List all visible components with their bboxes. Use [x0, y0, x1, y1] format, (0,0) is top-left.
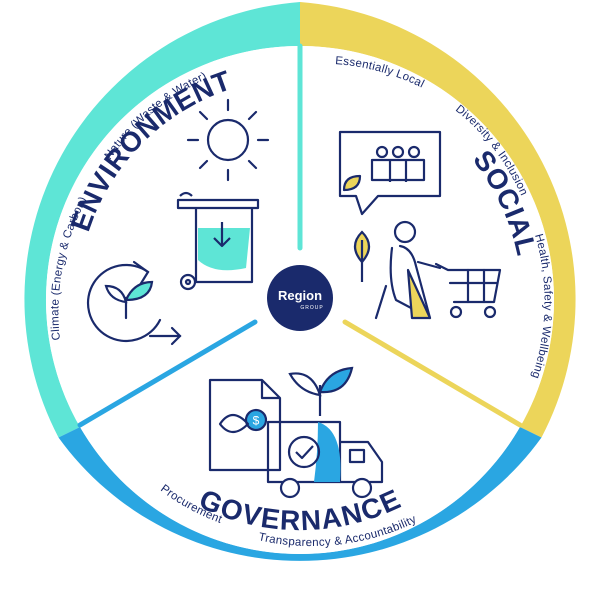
document-dollar-icon: $ [208, 378, 282, 472]
leaf-icon [353, 230, 371, 282]
divider-gov-env [77, 319, 258, 428]
region-group-logo: Region GROUP [267, 265, 333, 331]
recycle-leaf-icon [86, 260, 182, 346]
waste-bin-icon [176, 191, 260, 291]
divider-soc-gov [342, 319, 523, 428]
delivery-truck-icon [266, 420, 384, 499]
logo-sub: GROUP [300, 305, 323, 311]
environment-ring-segment [24, 2, 301, 438]
plant-icon [288, 366, 354, 416]
divider-spokes [77, 43, 523, 428]
shopper-trolley-icon [374, 220, 502, 320]
svg-text:$: $ [253, 414, 260, 428]
social-ring-segment [300, 2, 576, 438]
governance-ring-segment [58, 427, 542, 561]
logo-name: Region [278, 288, 322, 303]
sun-icon [186, 98, 270, 182]
community-speech-icon [338, 130, 442, 216]
